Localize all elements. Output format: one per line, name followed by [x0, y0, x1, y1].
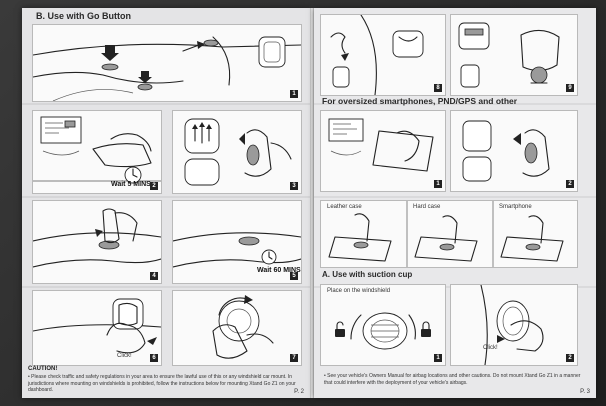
press-pad-illustration	[33, 208, 161, 268]
instruction-panel-8: 8	[320, 14, 446, 96]
instruction-panel-oversized-1: 1	[320, 110, 446, 192]
center-fold	[310, 8, 314, 398]
suction-click-illustration	[480, 285, 544, 365]
step-number-badge: 2	[566, 354, 574, 362]
wait-60-label: Wait 60 MINS	[257, 267, 301, 274]
peel-plate-illustration	[462, 120, 550, 182]
manual-page-right: 8 9 For oversized smartphones, PND/GPS a…	[314, 8, 596, 398]
page-number-left: P. 2	[294, 389, 304, 395]
instruction-panel-4: 4	[32, 200, 162, 284]
instruction-panel-2: Wait 5 MINS 2	[32, 110, 162, 194]
click-label: Click!	[117, 353, 132, 359]
suction-cup-illustration	[335, 312, 431, 350]
step-number-badge: 4	[150, 272, 158, 280]
rotate-lock-illustration	[212, 295, 274, 359]
section-heading-suction: A. Use with suction cup	[322, 270, 413, 279]
instruction-panel-suction-2: Click! 2	[450, 284, 578, 366]
step-number-badge: 9	[566, 84, 574, 92]
airbag-note: • See your vehicle's Owners Manual for a…	[324, 373, 581, 386]
dashboard-illustration	[33, 36, 301, 101]
section-heading-oversized: For oversized smartphones, PND/GPS and o…	[322, 96, 518, 106]
cleaning-pad-illustration	[33, 116, 161, 184]
step-number-badge: 5	[290, 272, 298, 280]
hard-case-label: Hard case	[413, 204, 441, 210]
instruction-panel-7: 7	[172, 290, 302, 366]
caution-heading: CAUTION!	[28, 366, 58, 372]
step-number-badge: 1	[434, 180, 442, 188]
wait-5-label: Wait 5 MINS	[111, 181, 151, 188]
page-number-right: P. 3	[580, 389, 590, 395]
attach-mount-illustration	[330, 15, 424, 95]
step-number-badge: 3	[290, 182, 298, 190]
step-number-badge: 6	[150, 354, 158, 362]
click-label-right: Click!	[483, 345, 498, 351]
step-number-badge: 1	[290, 90, 298, 98]
instruction-panel-9: 9	[450, 14, 578, 96]
instruction-panel-1: 1	[32, 24, 302, 102]
step-number-badge: 2	[566, 180, 574, 188]
step-number-badge: 7	[290, 354, 298, 362]
instruction-panel-suction-1: Place on the windshield 1	[320, 284, 446, 366]
section-heading-go-button: B. Use with Go Button	[36, 11, 131, 21]
click-mount-illustration	[33, 298, 161, 354]
step-number-badge: 1	[434, 354, 442, 362]
adhesive-plate-illustration	[328, 118, 434, 172]
wait-illustration	[173, 232, 301, 268]
mount-assembly-illustration	[458, 22, 560, 88]
instruction-panel-oversized-3: Leather case Hard case Smartphone	[320, 200, 578, 268]
instruction-panel-oversized-2: 2	[450, 110, 578, 192]
case-types-illustration	[328, 201, 564, 267]
smartphone-label: Smartphone	[499, 204, 532, 210]
step-number-badge: 8	[434, 84, 442, 92]
peel-film-illustration	[184, 118, 292, 186]
instruction-panel-6: Click! 6	[32, 290, 162, 366]
instruction-panel-5: Wait 60 MINS 5	[172, 200, 302, 284]
manual-page-left: B. Use with Go Button 1	[22, 8, 310, 398]
windshield-label: Place on the windshield	[327, 288, 391, 294]
step-number-badge: 2	[150, 182, 158, 190]
caution-text: • Please check traffic and safety regula…	[28, 374, 296, 393]
instruction-panel-3: 3	[172, 110, 302, 194]
leather-case-label: Leather case	[327, 204, 362, 210]
